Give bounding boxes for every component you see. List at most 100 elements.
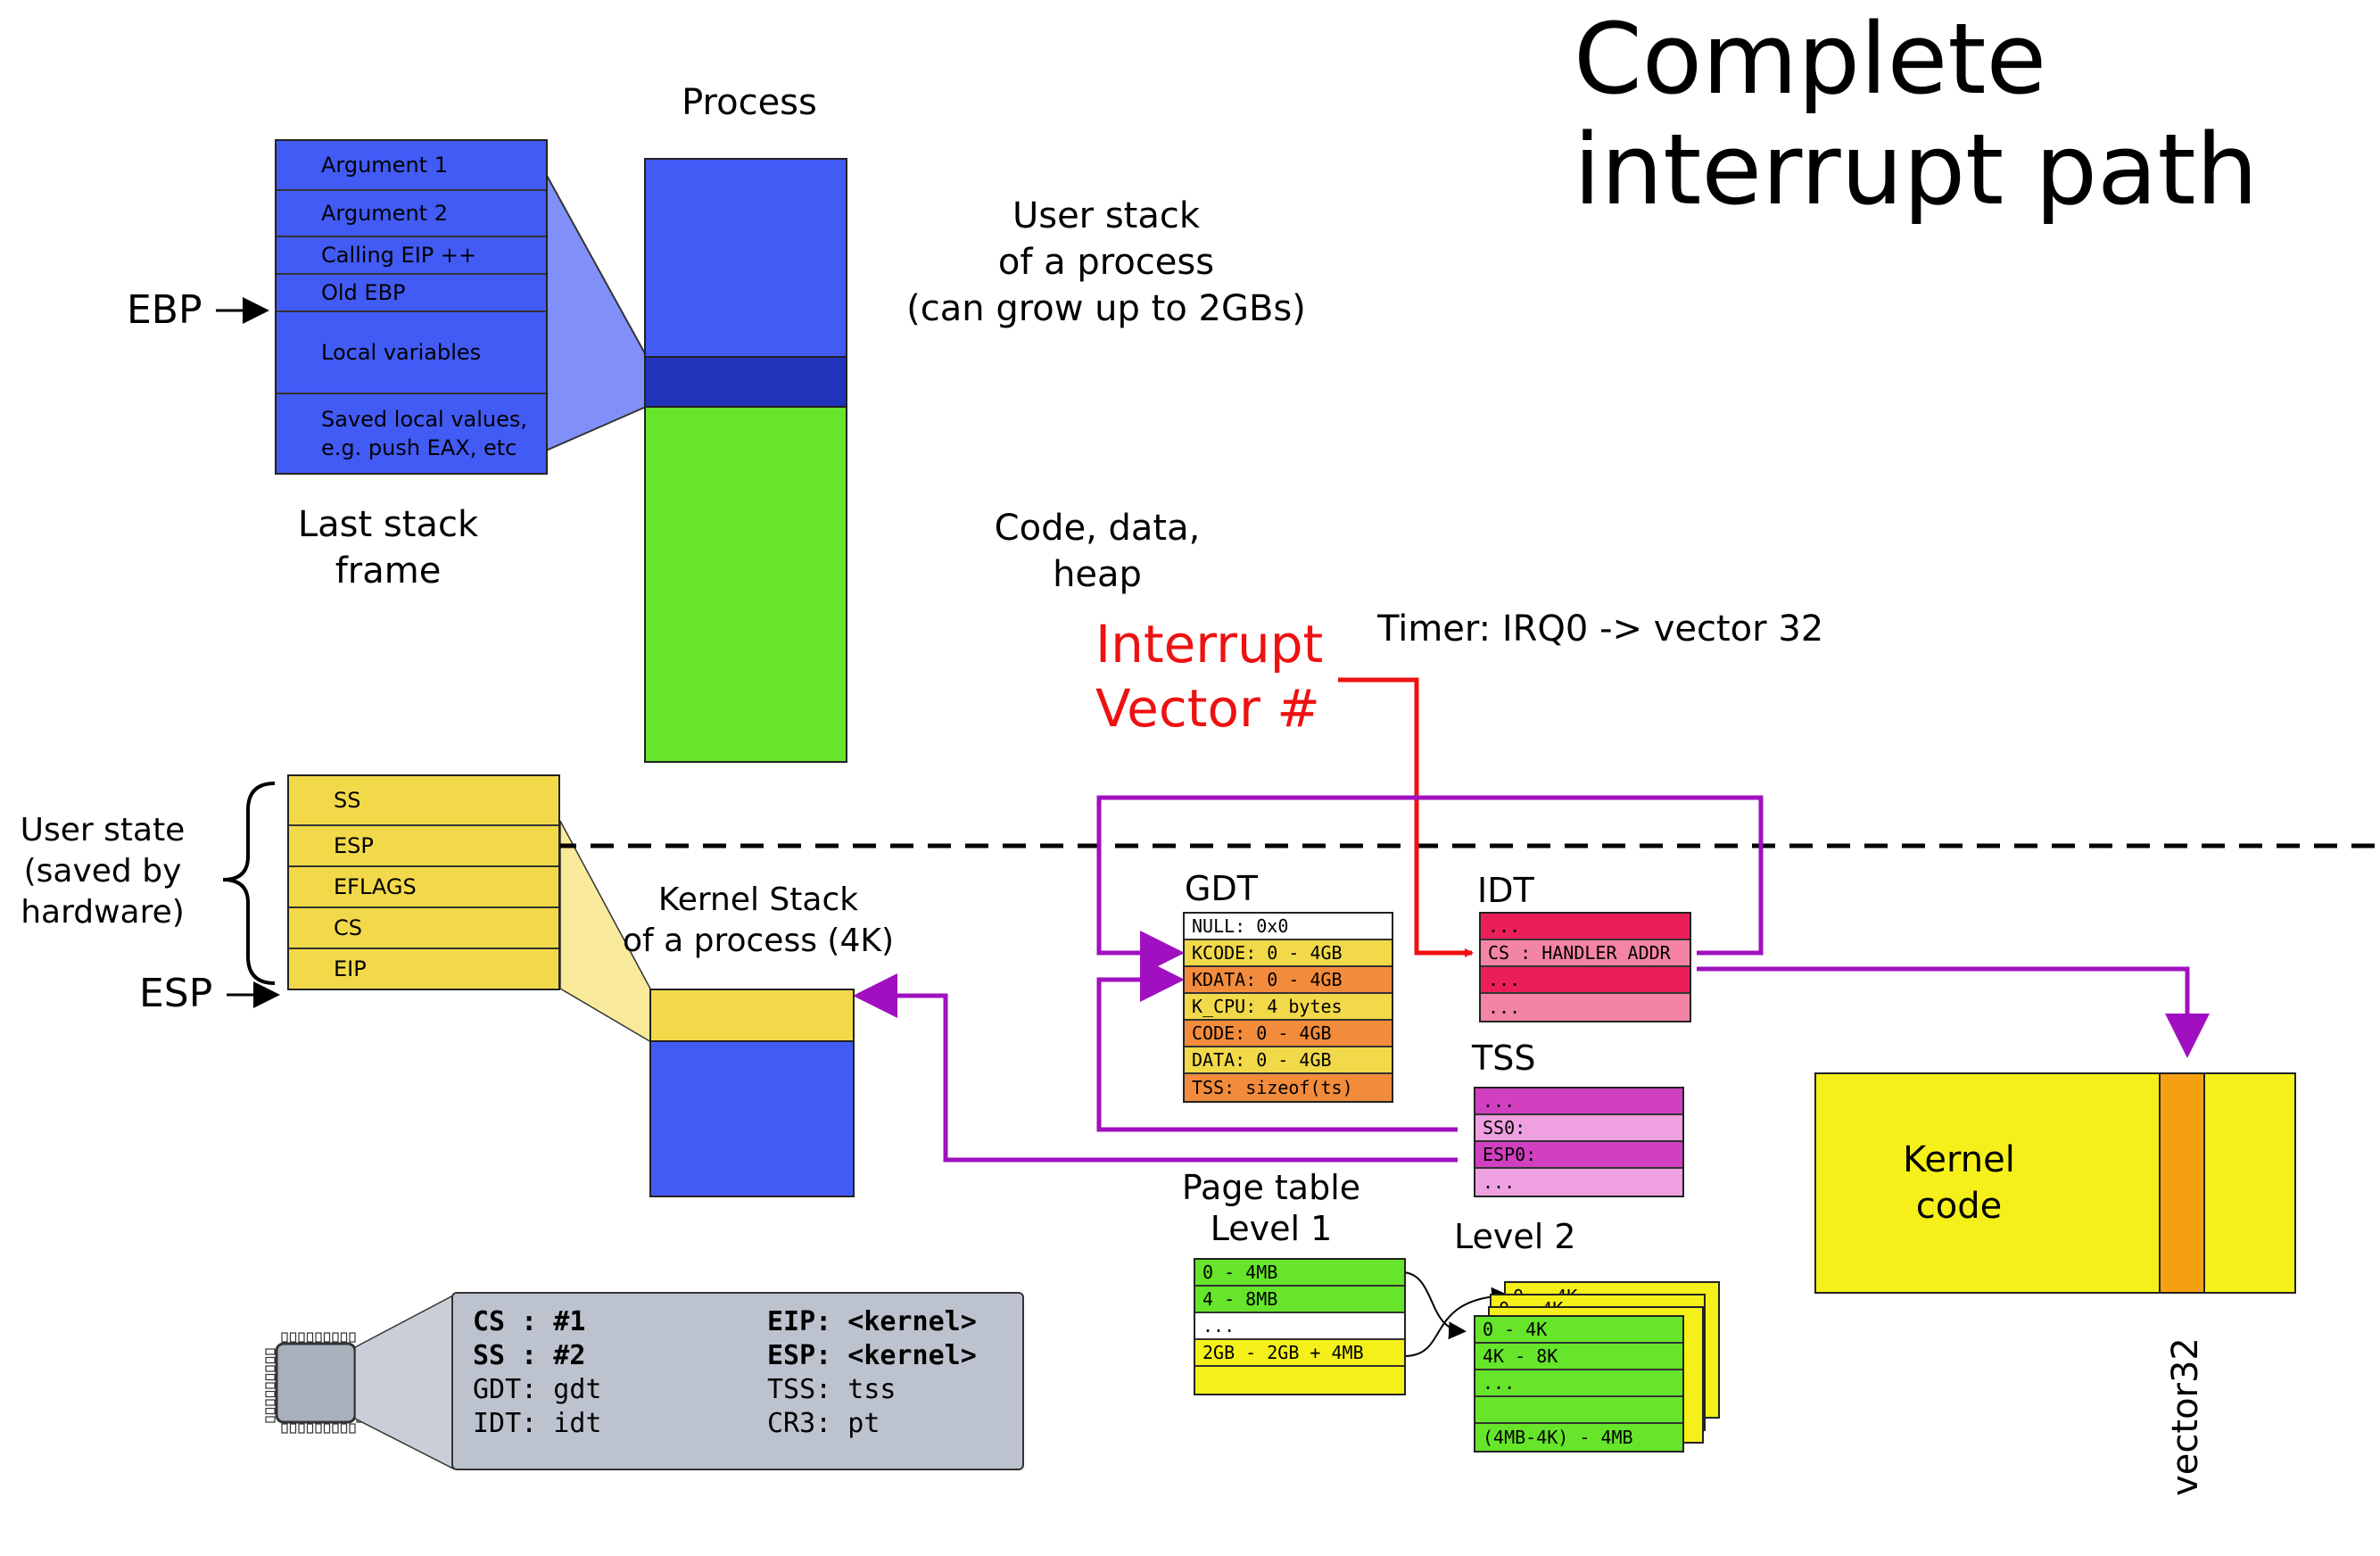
chip-pin bbox=[281, 1423, 288, 1434]
chip-pin bbox=[315, 1423, 322, 1434]
user-stack-label: User stack of a process (can grow up to … bbox=[906, 195, 1306, 329]
timer-label: Timer: IRQ0 -> vector 32 bbox=[1377, 608, 1824, 650]
kernel-code-label: Kernel code bbox=[1903, 1139, 2015, 1227]
chip-pin bbox=[332, 1332, 339, 1343]
cpu-register-row: CS : #1 EIP: <kernel> bbox=[473, 1306, 1022, 1340]
chip-pin bbox=[265, 1416, 276, 1423]
user-state-cs: CS bbox=[289, 906, 558, 948]
chip-pin bbox=[349, 1423, 356, 1434]
cpu-register-right: CR3: pt bbox=[767, 1408, 880, 1439]
idt-to-gdt-arrow bbox=[1096, 795, 1764, 975]
chip-pin bbox=[265, 1399, 276, 1406]
cpu-registers-panel: CS : #1 EIP: <kernel> SS : #2 ESP: <kernel>… bbox=[451, 1292, 1024, 1470]
ebp-label: EBP bbox=[127, 287, 202, 333]
chip-pin bbox=[349, 1332, 356, 1343]
cpu-register-row: SS : #2 ESP: <kernel> bbox=[473, 1340, 1022, 1374]
chip-pin bbox=[323, 1423, 331, 1434]
chip-pin bbox=[265, 1373, 276, 1381]
interrupt-to-idt-arrow bbox=[1338, 677, 1474, 957]
cpu-chip-icon bbox=[265, 1332, 367, 1434]
process-stack bbox=[644, 158, 847, 763]
gdt-row: DATA: 0 - 4GB bbox=[1185, 1047, 1392, 1074]
process-code-data-heap bbox=[646, 408, 846, 761]
kernel-stack-saved-state bbox=[651, 990, 853, 1042]
frame-row-saved-local-values: Saved local values, e.g. push EAX, etc bbox=[277, 393, 546, 473]
chip-pin bbox=[265, 1390, 276, 1398]
user-state-eip: EIP bbox=[289, 948, 558, 989]
user-state-eflags: EFLAGS bbox=[289, 865, 558, 906]
idt-row: ... bbox=[1481, 967, 1690, 994]
gdt-row: NULL: 0x0 bbox=[1185, 914, 1392, 940]
kernel-stack bbox=[649, 989, 855, 1197]
frame-zoom-wedge bbox=[545, 173, 647, 452]
cpu-register-left: IDT: idt bbox=[473, 1408, 602, 1439]
vector32-label: vector32 bbox=[2165, 1337, 2206, 1496]
chip-pin bbox=[289, 1332, 297, 1343]
cpu-register-left: GDT: gdt bbox=[473, 1374, 602, 1405]
pt-level1-curve-a bbox=[1403, 1271, 1467, 1340]
cpu-register-left: SS : #2 bbox=[473, 1340, 586, 1371]
chip-pin bbox=[265, 1365, 276, 1372]
tss-row: ESP0: bbox=[1475, 1142, 1682, 1169]
chip-pin bbox=[340, 1332, 348, 1343]
idt-table: ...CS : HANDLER ADDR...... bbox=[1479, 912, 1691, 1022]
frame-row-argument-1: Argument 1 bbox=[321, 153, 448, 178]
last-stack-frame-caption: Last stack frame bbox=[297, 504, 479, 592]
tss-row: ... bbox=[1475, 1088, 1682, 1115]
chip-pin bbox=[332, 1423, 339, 1434]
page-title: Complete interrupt path bbox=[1574, 4, 2258, 225]
chip-pin bbox=[323, 1332, 331, 1343]
cpu-register-left: CS : #1 bbox=[473, 1306, 586, 1337]
pt2-row: ... bbox=[1475, 1370, 1682, 1397]
chip-pin bbox=[265, 1356, 276, 1364]
chip-pin bbox=[265, 1348, 276, 1355]
pt1-row: 2GB - 2GB + 4MB bbox=[1195, 1340, 1404, 1367]
cpu-register-right: EIP: <kernel> bbox=[767, 1306, 977, 1337]
user-state-esp: ESP bbox=[289, 824, 558, 865]
esp-label: ESP bbox=[139, 971, 213, 1016]
process-current-frame bbox=[646, 356, 846, 408]
gdt-row: KCODE: 0 - 4GB bbox=[1185, 940, 1392, 967]
kernel-code-block: Kernel code bbox=[1814, 1072, 2296, 1294]
code-data-heap-label: Code, data, heap bbox=[994, 508, 1201, 595]
page-table-title: Page table Level 1 bbox=[1181, 1168, 1361, 1248]
pt2-row: 4K - 8K bbox=[1475, 1344, 1682, 1370]
chip-pin bbox=[306, 1423, 314, 1434]
page-table-level2-title: Level 2 bbox=[1454, 1217, 1576, 1256]
idt-row: CS : HANDLER ADDR bbox=[1481, 940, 1690, 967]
pt1-row: 0 - 4MB bbox=[1195, 1260, 1404, 1287]
kernel-stack-label: Kernel Stack of a process (4K) bbox=[622, 881, 895, 959]
frame-row-old-ebp: Old EBP bbox=[277, 273, 546, 310]
pt2-row: (4MB-4K) - 4MB bbox=[1475, 1424, 1682, 1451]
tss-title: TSS bbox=[1472, 1039, 1536, 1078]
cpu-register-right: ESP: <kernel> bbox=[767, 1340, 977, 1371]
tss-esp0-to-kernel-stack-arrow bbox=[853, 973, 1458, 1163]
frame-row-local-variables: Local variables bbox=[277, 310, 546, 393]
user-state-stack: SS ESP EFLAGS CS EIP bbox=[287, 774, 560, 990]
pt1-row: ... bbox=[1195, 1313, 1404, 1340]
gdt-row: KDATA: 0 - 4GB bbox=[1185, 967, 1392, 994]
gdt-row: K_CPU: 4 bytes bbox=[1185, 994, 1392, 1021]
chip-pin bbox=[298, 1332, 305, 1343]
tss-row: ... bbox=[1475, 1169, 1682, 1196]
pt2-row bbox=[1475, 1397, 1682, 1424]
chip-pin bbox=[315, 1332, 322, 1343]
pt1-row bbox=[1195, 1367, 1404, 1394]
interrupt-vector-label: Interrupt Vector # bbox=[1095, 614, 1324, 739]
kernel-stack-free bbox=[651, 1042, 853, 1196]
idt-row: ... bbox=[1481, 994, 1690, 1021]
gdt-row: CODE: 0 - 4GB bbox=[1185, 1021, 1392, 1047]
title-line-2: interrupt path bbox=[1574, 112, 2259, 227]
idt-title: IDT bbox=[1477, 871, 1534, 910]
pt2-row: 0 - 4K bbox=[1475, 1317, 1682, 1344]
chip-pin bbox=[265, 1407, 276, 1415]
idt-to-vector32-arrow bbox=[1697, 966, 2210, 1058]
tss-ss0-to-gdt-arrow bbox=[1096, 957, 1458, 1132]
chip-pin bbox=[289, 1423, 297, 1434]
chip-pin bbox=[265, 1382, 276, 1389]
user-state-brace bbox=[222, 782, 276, 985]
